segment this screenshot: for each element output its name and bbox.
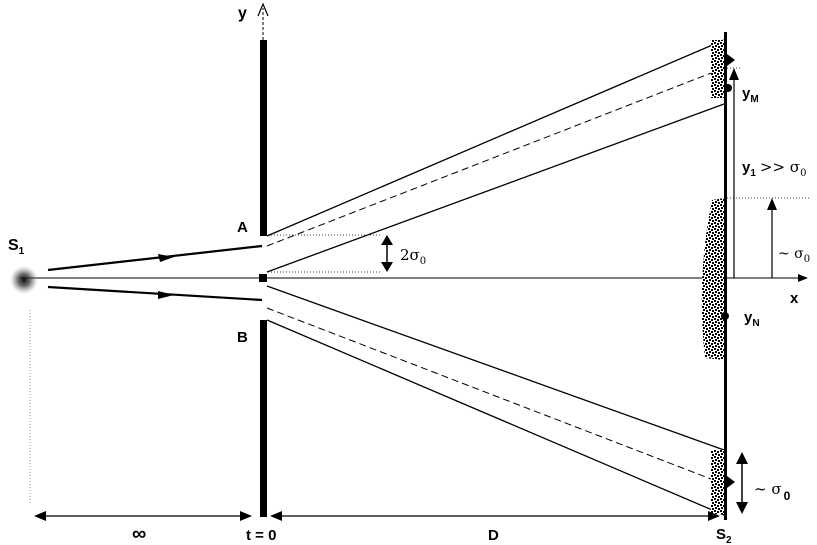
point-yn: [721, 312, 729, 320]
pattern-upper: [711, 40, 724, 98]
center-width-arrowhead: [767, 198, 777, 210]
label-distance-d: D: [488, 527, 499, 544]
pattern-lower: [711, 450, 724, 514]
label-axis-x: x: [790, 290, 799, 307]
incoming-ray-lower: [47, 285, 263, 302]
slit-screen-upper: [260, 40, 267, 236]
distance-infinity-arrow-left: [34, 511, 46, 521]
label-distance-infinity: ∞: [132, 523, 146, 545]
y-axis-arrowhead: [257, 2, 269, 17]
separation-arrowhead-up: [381, 235, 393, 245]
label-separation: 2σ0: [400, 246, 426, 267]
distance-d-arrow-left: [270, 511, 282, 521]
pattern-center: [701, 198, 724, 360]
distance-infinity-arrow-right: [240, 511, 252, 521]
label-source-s1: S1: [8, 237, 25, 257]
label-center-width: ~ σ0: [778, 246, 810, 265]
upper-beam-top: [266, 39, 725, 237]
label-point-yn: yN: [744, 309, 760, 329]
incoming-ray-upper-arrow: [158, 254, 174, 262]
label-detector-s2: S2: [716, 526, 732, 545]
upper-beam-bottom: [266, 103, 725, 273]
label-slit-a: A: [237, 219, 248, 236]
slit-screen-center: [259, 274, 267, 282]
point-ym: [724, 84, 732, 92]
y1-arrowhead: [729, 68, 739, 80]
lower-beam-center: [266, 307, 725, 485]
x-axis-arrowhead: [798, 274, 808, 282]
lower-width-arrowhead-down: [736, 502, 748, 514]
lower-width-arrowhead-up: [736, 452, 748, 464]
label-point-ym: yM: [742, 85, 759, 105]
incoming-ray-upper: [47, 244, 263, 272]
upper-beam-center: [266, 67, 725, 247]
lower-beam-bottom: [266, 319, 725, 516]
distance-d-arrow-right: [708, 511, 720, 521]
label-axis-y: y: [238, 5, 247, 22]
lower-beam-top: [266, 285, 725, 451]
label-slit-b: B: [237, 329, 248, 346]
slit-screen-lower: [260, 320, 267, 517]
detector-screen: [724, 32, 727, 520]
upper-marker-triangle: [727, 54, 735, 66]
label-time-zero: t = 0: [246, 527, 276, 544]
separation-arrowhead-down: [381, 262, 393, 272]
label-y1-relation: y1>> σ0: [742, 158, 806, 179]
source-s1: [10, 266, 38, 294]
lower-marker-triangle: [727, 476, 735, 488]
incoming-ray-lower-arrow: [158, 291, 174, 299]
